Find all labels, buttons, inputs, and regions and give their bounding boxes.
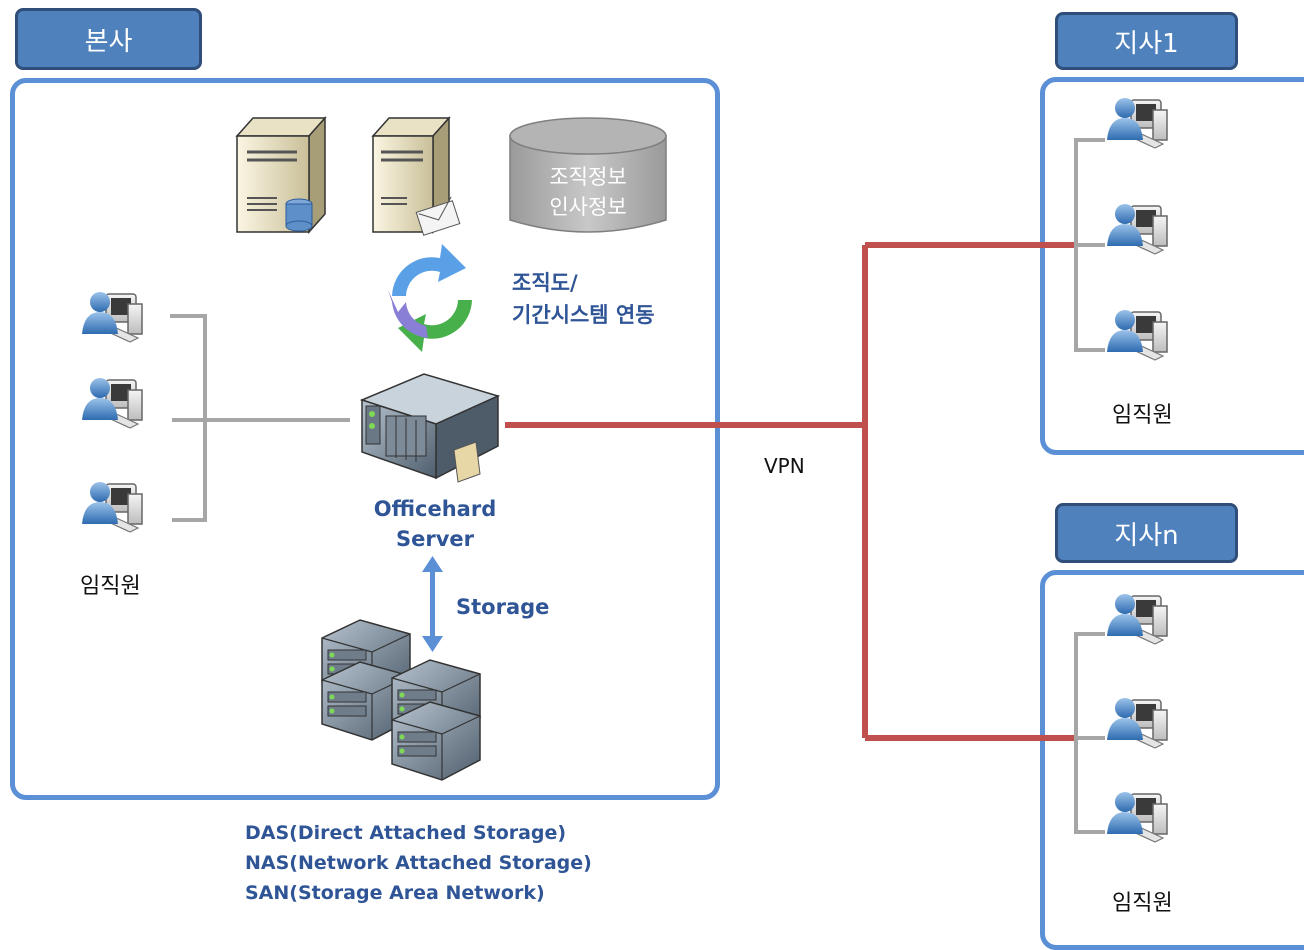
branch1-tab-label: 지사1 — [1114, 28, 1179, 59]
branch1-user-pc-icon-3 — [1106, 309, 1168, 361]
storage-types: DAS(Direct Attached Storage) NAS(Network… — [245, 818, 592, 908]
storage-type-san: SAN(Storage Area Network) — [245, 882, 545, 904]
storage-array-icon — [321, 619, 481, 781]
server-label-line2: Server — [395, 527, 474, 551]
hq-panel — [10, 78, 720, 800]
sync-label-line1: 조직도/ — [512, 271, 578, 295]
branch1-employees-label: 임직원 — [1112, 403, 1173, 428]
database-icon — [509, 117, 667, 233]
hq-user-pc-icon-3 — [81, 481, 143, 533]
storage-type-nas: NAS(Network Attached Storage) — [245, 852, 592, 874]
storage-type-das: DAS(Direct Attached Storage) — [245, 822, 567, 844]
branchn-user-pc-icon-3 — [1106, 791, 1168, 843]
branch1-user-pc-icon-1 — [1106, 97, 1168, 149]
branchn-user-pc-icon-1 — [1106, 593, 1168, 645]
hq-tab-label: 본사 — [84, 26, 133, 57]
sync-label-line2: 기간시스템 연동 — [512, 303, 655, 327]
branchn-user-pc-icon-2 — [1106, 697, 1168, 749]
db-label-line2: 인사정보 — [549, 195, 626, 219]
db-server-icon — [235, 116, 327, 234]
branchn-tab: 지사n — [1055, 503, 1238, 563]
storage-label: Storage — [456, 595, 550, 619]
mail-server-icon — [371, 116, 461, 236]
branchn-tab-label: 지사n — [1114, 520, 1179, 551]
rack-server-icon — [359, 373, 501, 483]
branch1-panel — [1040, 77, 1304, 455]
branch1-user-pc-icon-2 — [1106, 203, 1168, 255]
hq-tab: 본사 — [15, 8, 202, 70]
branch1-tab: 지사1 — [1055, 12, 1238, 70]
server-label: Officehard Server — [355, 494, 515, 554]
server-label-line1: Officehard — [373, 497, 497, 521]
db-label-line1: 조직정보 — [549, 165, 626, 189]
hq-lan-lines — [170, 314, 350, 522]
vpn-label: VPN — [764, 454, 805, 478]
branch-lan-lines — [1074, 138, 1105, 834]
hq-user-pc-icon-1 — [81, 291, 143, 343]
storage-arrow — [422, 556, 443, 652]
vpn-lines — [505, 242, 1078, 741]
hq-employees-label: 임직원 — [80, 574, 141, 599]
sync-label: 조직도/ 기간시스템 연동 — [512, 267, 655, 331]
branchn-employees-label: 임직원 — [1112, 891, 1173, 916]
sync-icon — [388, 244, 472, 352]
hq-user-pc-icon-2 — [81, 377, 143, 429]
